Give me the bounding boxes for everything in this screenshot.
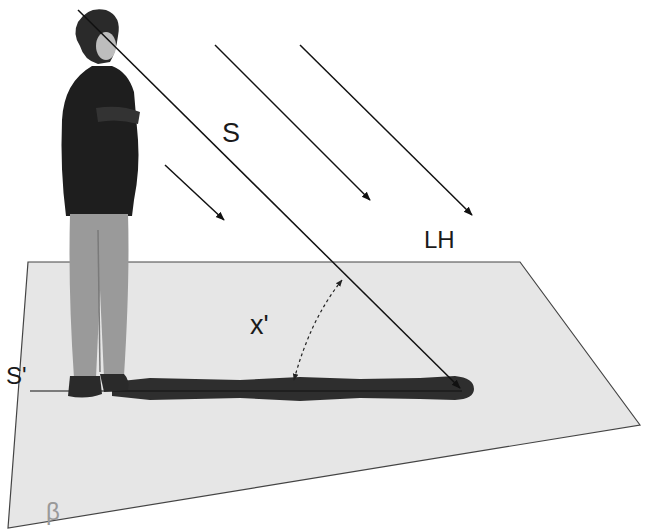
shadow xyxy=(112,376,474,401)
person-figure xyxy=(62,9,141,397)
label: LH xyxy=(424,228,455,252)
sun-ray xyxy=(300,45,472,215)
label: β xyxy=(46,500,60,524)
label: x' xyxy=(250,312,269,339)
sun-ray xyxy=(165,165,224,220)
sun-ray xyxy=(215,45,370,200)
angle-arc xyxy=(294,280,342,380)
label: S' xyxy=(6,364,27,388)
label: S xyxy=(222,120,240,147)
sun-ray xyxy=(78,10,460,388)
